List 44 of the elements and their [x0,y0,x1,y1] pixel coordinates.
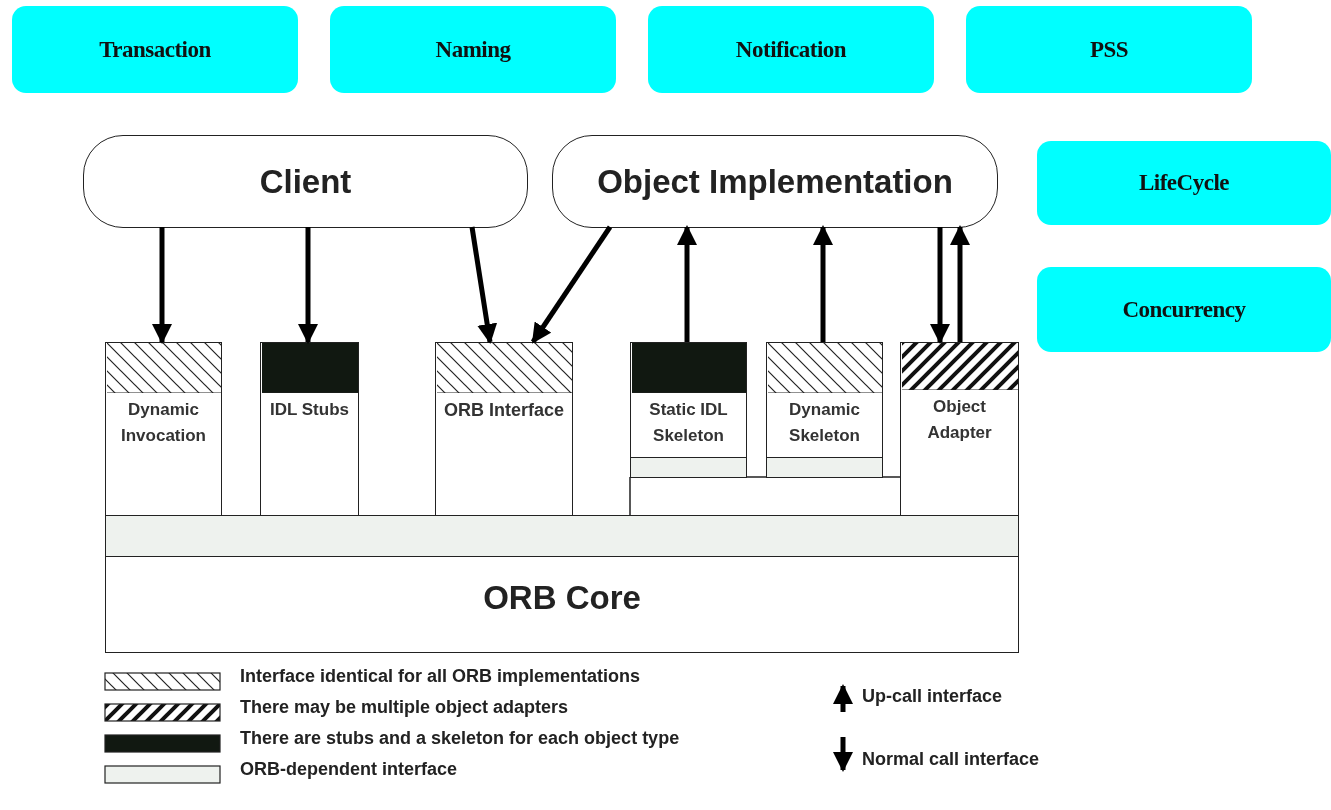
service-box [966,6,1252,93]
arrow [677,225,697,342]
box-title: Notification [735,36,847,63]
legend-label: Normal call interface [862,749,1040,770]
component-box [435,342,573,516]
arrow [930,227,950,344]
component-label: ORB Interface [442,399,565,422]
box-title: Object Implementation [597,162,953,201]
box-title: ORB Core [483,579,641,617]
component-box [260,342,359,516]
arrow [950,225,970,342]
arrow [152,227,172,344]
component-label: Static IDL Skeleton [648,399,729,447]
service-box [1037,141,1331,225]
legend-label: Interface identical for all ORB implementations [240,666,641,687]
arrow [530,225,613,344]
component-box [766,342,883,478]
arrow [298,227,318,344]
component-label: Object Adapter [926,396,993,444]
core-box [105,515,1019,653]
box-title: Naming [435,36,511,63]
service-box [330,6,616,93]
component-label: IDL Stubs [269,399,350,421]
rounded-box [552,135,998,228]
component-label: Dynamic Invocation [120,399,207,447]
component-label: Dynamic Skeleton [788,399,861,447]
component-box [630,342,747,478]
box-title: Client [259,162,352,201]
box-title: PSS [1089,36,1129,63]
service-box [1037,267,1331,352]
rounded-box [83,135,528,228]
arrow [469,226,498,344]
arrow [813,225,833,342]
legend-label: There are stubs and a skeleton for each object type [240,728,680,749]
legend-label: Up-call interface [862,686,1003,707]
service-box [12,6,298,93]
legend-label: ORB-dependent interface [240,759,458,780]
box-title: LifeCycle [1139,170,1229,196]
box-title: Concurrency [1122,296,1246,323]
service-box [648,6,934,93]
legend-label: There may be multiple object adapters [240,697,569,718]
component-box [105,342,222,516]
box-title: Transaction [99,36,211,63]
component-box [900,342,1019,516]
